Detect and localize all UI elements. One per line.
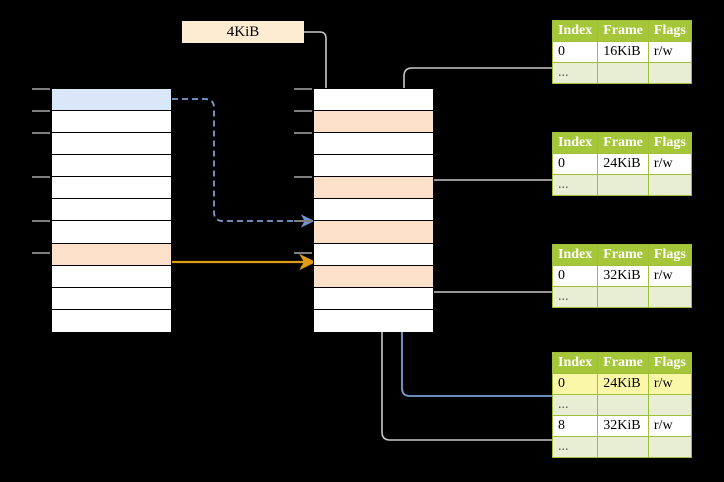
column-header-frame: Frame	[597, 352, 649, 374]
memory-cell	[314, 199, 433, 222]
memory-cell	[314, 111, 433, 134]
table-cell	[597, 394, 649, 416]
table-cell	[647, 394, 692, 416]
tick-mark	[294, 88, 312, 90]
memory-cell	[52, 287, 171, 310]
table-cell: ...	[551, 394, 599, 416]
table-cell	[647, 286, 692, 308]
table-cell: ...	[551, 286, 599, 308]
memory-cell	[52, 89, 171, 112]
table-cell	[597, 286, 649, 308]
table-cell: 0	[551, 41, 599, 63]
table-cell: 32KiB	[597, 265, 649, 287]
tick-mark	[294, 110, 312, 112]
tick-mark	[294, 176, 312, 178]
memory-cell	[52, 111, 171, 134]
table-cell: 24KiB	[597, 153, 649, 175]
table-cell: 0	[551, 265, 599, 287]
memory-cell	[52, 243, 171, 266]
table-cell: 8	[551, 415, 599, 437]
column-header-index: Index	[551, 20, 599, 42]
memory-cell	[314, 265, 433, 288]
memory-cell	[52, 199, 171, 222]
memory-cell	[52, 221, 171, 244]
table-cell: r/w	[647, 265, 692, 287]
memory-cell	[314, 243, 433, 266]
memory-cell	[52, 309, 171, 332]
table-cell	[597, 436, 649, 458]
left-memory-column	[51, 88, 172, 332]
table-cell: 16KiB	[597, 41, 649, 63]
memory-cell	[314, 89, 433, 112]
memory-cell	[314, 309, 433, 332]
table-cell: ...	[551, 174, 599, 196]
column-header-index: Index	[551, 132, 599, 154]
table-cell: r/w	[647, 415, 692, 437]
table-row: ...	[551, 174, 692, 196]
memory-cell	[314, 221, 433, 244]
wire-left-blue-to-middle	[172, 98, 315, 228]
table-cell: 32KiB	[597, 415, 649, 437]
tick-mark	[32, 88, 50, 90]
table-cell: r/w	[647, 41, 692, 63]
column-header-flags: Flags	[647, 132, 692, 154]
memory-cell	[52, 155, 171, 178]
tick-mark	[32, 220, 50, 222]
column-header-flags: Flags	[647, 20, 692, 42]
middle-memory-column	[313, 88, 434, 332]
tick-mark	[294, 220, 312, 222]
table-cell: ...	[551, 62, 599, 84]
table-cell	[597, 62, 649, 84]
tick-mark	[32, 176, 50, 178]
memory-cell	[314, 133, 433, 156]
tick-mark	[294, 132, 312, 134]
column-header-frame: Frame	[597, 20, 649, 42]
table-cell	[647, 62, 692, 84]
table-cell	[647, 436, 692, 458]
memory-cell	[314, 287, 433, 310]
table-cell	[647, 174, 692, 196]
tick-mark	[294, 252, 312, 254]
tick-mark	[32, 132, 50, 134]
table-row: ...	[551, 286, 692, 308]
column-header-index: Index	[551, 352, 599, 374]
table-cell: 0	[551, 373, 599, 395]
column-header-flags: Flags	[647, 244, 692, 266]
table-row: ...	[551, 436, 692, 458]
table-row: ...	[551, 394, 692, 416]
table-cell: ...	[551, 436, 599, 458]
tick-mark	[32, 110, 50, 112]
table-row: ...	[551, 62, 692, 84]
memory-cell	[52, 133, 171, 156]
memory-cell	[52, 265, 171, 288]
column-header-frame: Frame	[597, 244, 649, 266]
table-cell: 0	[551, 153, 599, 175]
column-header-flags: Flags	[647, 352, 692, 374]
table-cell: 24KiB	[597, 373, 649, 395]
table-cell: r/w	[647, 153, 692, 175]
tick-mark	[32, 252, 50, 254]
memory-cell	[314, 155, 433, 178]
column-header-frame: Frame	[597, 132, 649, 154]
table-cell: r/w	[647, 373, 692, 395]
size-label-4kib: 4KiB	[182, 21, 304, 43]
column-header-index: Index	[551, 244, 599, 266]
memory-cell	[314, 177, 433, 200]
table-cell	[597, 174, 649, 196]
memory-cell	[52, 177, 171, 200]
